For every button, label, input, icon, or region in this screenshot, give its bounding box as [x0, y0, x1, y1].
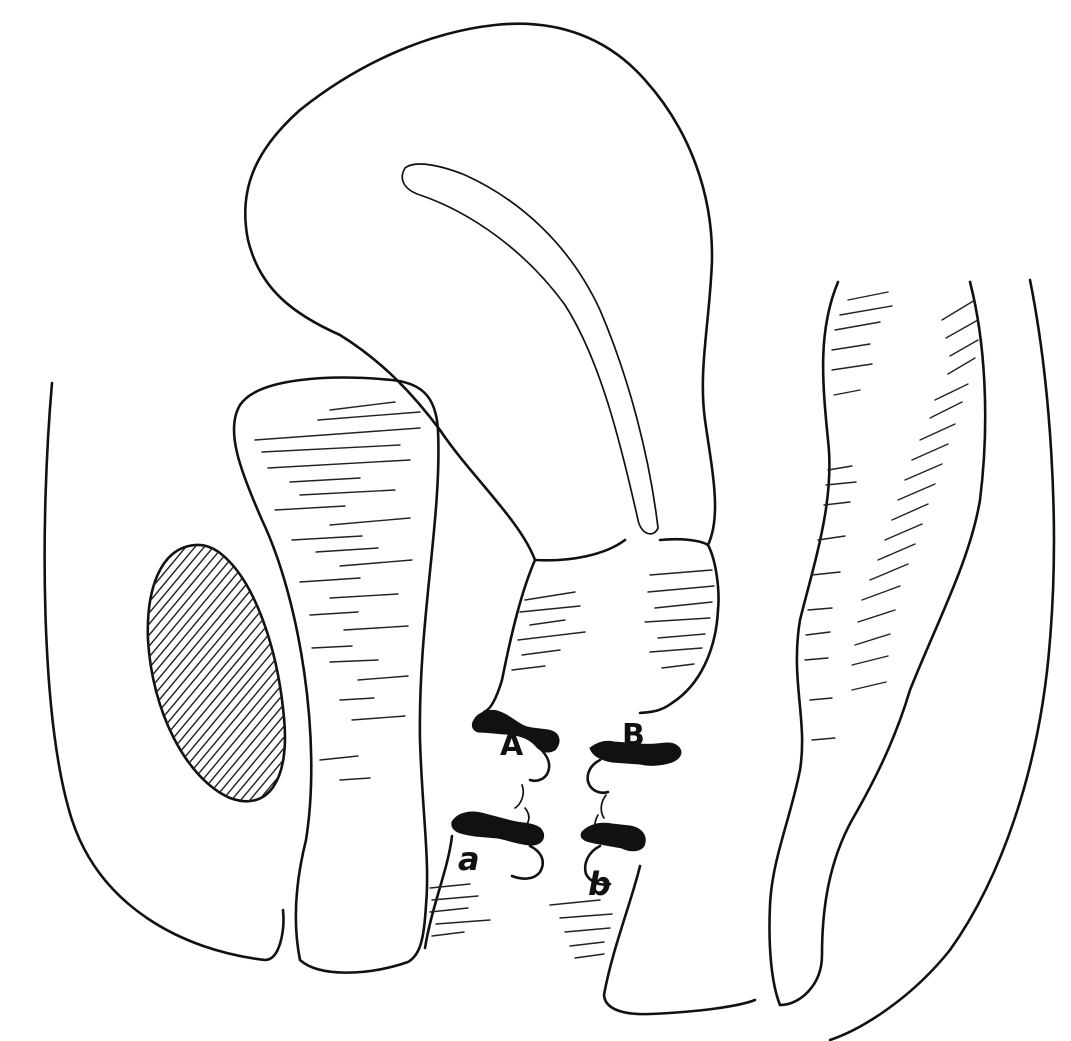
oval-hatch-line	[120, 683, 320, 923]
oval-hatch-line	[120, 430, 320, 670]
oval-hatch-line	[120, 386, 320, 626]
oval-hatch-line	[120, 705, 320, 945]
oval-hatch-line	[120, 199, 320, 439]
oval-hatch-line	[120, 232, 320, 472]
oval-hatch-line	[120, 474, 320, 714]
oval-hatch-line	[120, 441, 320, 681]
hatched-oval	[120, 0, 320, 1011]
oval-hatch-line	[120, 155, 320, 395]
oval-hatch-line	[120, 0, 320, 153]
oval-hatch-line	[120, 760, 320, 1000]
oval-hatch-line	[120, 309, 320, 549]
oval-hatch-line	[120, 298, 320, 538]
oval-hatch-line	[120, 78, 320, 318]
oval-hatch-line	[120, 639, 320, 879]
vagina-posterior-wall-lower	[604, 866, 755, 1014]
label-B: B	[622, 718, 645, 753]
oval-hatch-line	[120, 375, 320, 615]
oval-hatch-line	[120, 584, 320, 824]
oval-hatch-line	[120, 606, 320, 846]
oval-hatch-line	[120, 694, 320, 934]
oval-hatch-line	[120, 507, 320, 747]
oval-hatch-line	[120, 364, 320, 604]
uterine-cavity	[402, 164, 658, 534]
oval-hatch-line	[120, 0, 320, 186]
oval-hatch-line	[120, 672, 320, 912]
oval-hatch-line	[120, 0, 320, 197]
oval-hatch-line	[120, 122, 320, 362]
oval-hatch-line	[120, 595, 320, 835]
oval-hatch-line	[120, 342, 320, 582]
oval-hatch-line	[120, 56, 320, 296]
oval-hatch-line	[120, 496, 320, 736]
oval-hatch-line	[120, 265, 320, 505]
oval-hatch-line	[120, 166, 320, 406]
oval-hatch-line	[120, 188, 320, 428]
oval-hatch-line	[120, 133, 320, 373]
uterus-outline	[245, 24, 715, 560]
oval-hatch-line	[120, 0, 320, 131]
oval-hatch-line	[120, 100, 320, 340]
oval-hatch-line	[120, 0, 320, 219]
wedge-texture	[255, 402, 420, 780]
oval-hatch-line	[120, 0, 320, 164]
rectum-texture	[805, 292, 978, 740]
oval-hatch-line	[120, 45, 320, 285]
oval-hatch-line	[120, 0, 320, 175]
oval-hatch-line	[120, 67, 320, 307]
oval-hatch-line	[120, 276, 320, 516]
oval-hatch-line	[120, 551, 320, 791]
oval-hatch-line	[120, 419, 320, 659]
oval-hatch-line	[120, 89, 320, 329]
oval-hatch-line	[120, 12, 320, 252]
oval-hatch-line	[120, 452, 320, 692]
oval-hatch-line	[120, 0, 320, 230]
oval-hatch-line	[120, 320, 320, 560]
oval-hatch-line	[120, 23, 320, 263]
oval-hatch-line	[120, 243, 320, 483]
label-A: A	[500, 728, 524, 763]
vagina-posterior-wall-upper	[640, 610, 718, 713]
oval-hatch-line	[120, 210, 320, 450]
label-a: a	[458, 840, 480, 878]
oval-hatch-line	[120, 727, 320, 967]
oval-hatch-line	[120, 408, 320, 648]
oval-hatch-line	[120, 353, 320, 593]
oval-hatch-line	[120, 0, 320, 120]
label-b: b	[588, 865, 611, 903]
oval-hatch-line	[120, 771, 320, 1011]
oval-hatch-line	[120, 111, 320, 351]
vagina-anterior-wall-upper	[484, 560, 535, 712]
oval-hatch-line	[120, 749, 320, 989]
cervix-outline	[535, 539, 719, 610]
vagina-texture	[430, 570, 714, 958]
oval-hatch-line	[120, 661, 320, 901]
anterior-wedge	[234, 378, 438, 973]
oval-hatch-line	[120, 529, 320, 769]
oval-hatch-line	[120, 254, 320, 494]
oval-hatch-line	[120, 287, 320, 527]
vagina-anterior-wall-lower	[425, 836, 452, 948]
oval-hatch-line	[120, 738, 320, 978]
outer-right-outline	[830, 280, 1054, 1040]
oval-hatch-line	[120, 34, 320, 274]
oval-hatch-line	[120, 144, 320, 384]
oval-hatch-line	[120, 650, 320, 890]
oval-hatch-line	[120, 0, 320, 208]
oval-hatch-line	[120, 221, 320, 461]
